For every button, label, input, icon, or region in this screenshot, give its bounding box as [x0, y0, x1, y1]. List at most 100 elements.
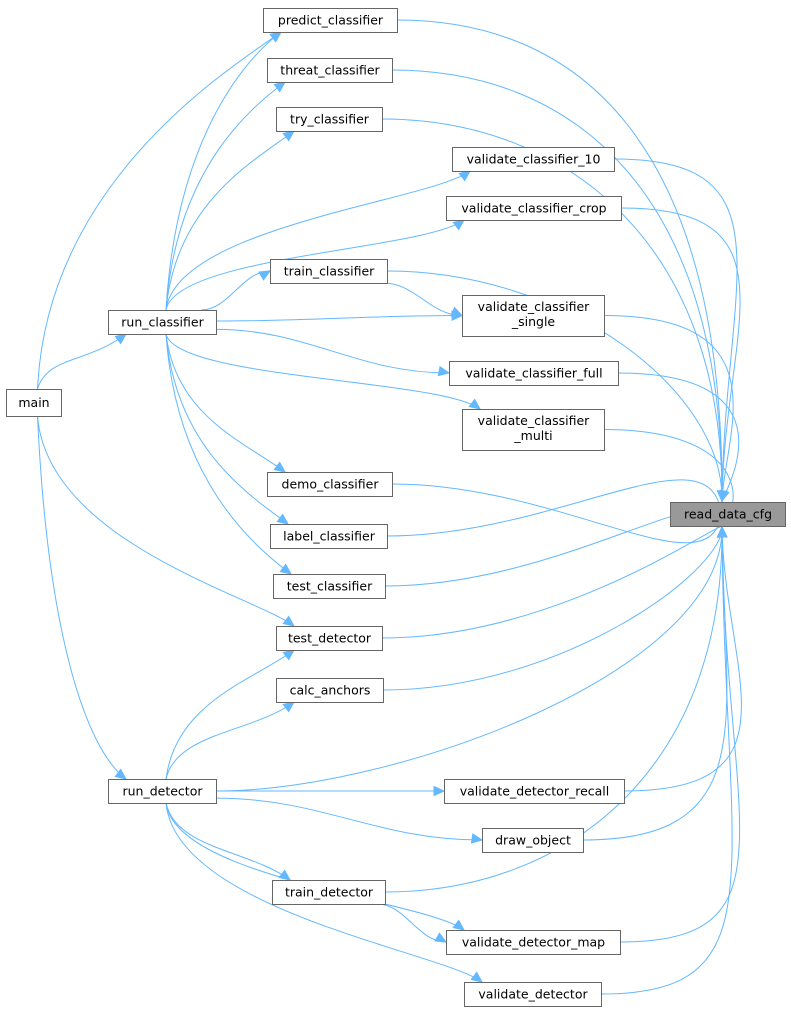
node-test-classifier[interactable]: test_classifier — [273, 574, 386, 599]
edge-label_classifier-to-read_data_cfg — [386, 479, 723, 537]
node-label: predict_classifier — [278, 13, 384, 28]
edge-run_classifier-to-validate_classifier_full — [215, 328, 450, 374]
node-box — [6, 389, 62, 417]
node-box — [462, 295, 605, 337]
node-box — [270, 259, 388, 284]
node-label: test_classifier — [287, 579, 373, 594]
node-box — [108, 310, 217, 335]
node-label: validate_detector_recall — [460, 784, 610, 799]
node-label: test_detector — [288, 631, 372, 646]
node-validate-classifier-full[interactable]: validate_classifier_full — [449, 361, 619, 386]
node-calc-anchors[interactable]: calc_anchors — [276, 678, 384, 703]
arrowhead-run_classifier-to-demo_classifier — [273, 461, 286, 473]
node-label: calc_anchors — [290, 683, 371, 698]
edge-run_detector-to-validate_detector — [165, 802, 483, 983]
node-label: run_detector — [122, 784, 203, 799]
node-label: demo_classifier — [282, 477, 380, 492]
edge-main-to-test_detector — [37, 415, 295, 627]
edge-run_classifier-to-demo_classifier — [165, 333, 286, 473]
node-train-detector[interactable]: train_detector — [272, 880, 386, 905]
arrowhead-validate_detector-to-read_data_cfg — [716, 525, 728, 538]
arrowhead-validate_classifier_full-to-read_data_cfg — [719, 489, 730, 503]
node-read-data-cfg[interactable]: read_data_cfg — [670, 502, 786, 527]
node-validate-classifier-crop[interactable]: validate_classifier_crop — [446, 196, 622, 221]
node-validate-detector[interactable]: validate_detector — [464, 982, 602, 1007]
node-label: draw_object — [495, 833, 571, 848]
edge-run_classifier-to-validate_classifier_crop — [165, 219, 465, 311]
arrowhead-run_classifier-to-validate_classifier_multi — [468, 398, 481, 410]
node-box — [276, 678, 384, 703]
arrowhead-run_classifier-to-try_classifier — [282, 130, 295, 142]
node-main[interactable]: main — [6, 389, 62, 417]
node-box — [276, 626, 383, 651]
node-run-detector[interactable]: run_detector — [108, 779, 217, 804]
edge-run_classifier-to-validate_classifier_multi — [165, 333, 481, 410]
node-box — [464, 982, 602, 1007]
node-label: threat_classifier — [280, 63, 380, 78]
node-draw-object[interactable]: draw_object — [482, 828, 584, 853]
edge-predict_classifier-to-read_data_cfg — [396, 19, 723, 502]
node-label: validate_classifier_10 — [467, 152, 601, 167]
node-validate-classifier-10[interactable]: validate_classifier_10 — [452, 147, 615, 172]
edge-run_detector-to-calc_anchors — [165, 701, 295, 780]
edge-demo_classifier-to-read_data_cfg — [391, 483, 723, 544]
edge-validate_classifier_multi-to-read_data_cfg — [603, 429, 734, 513]
node-try-classifier[interactable]: try_classifier — [276, 107, 383, 132]
node-box — [446, 196, 622, 221]
node-box — [267, 472, 393, 497]
node-demo-classifier[interactable]: demo_classifier — [267, 472, 393, 497]
edge-run_detector-to-read_data_cfg — [215, 526, 723, 792]
node-box — [272, 880, 386, 905]
node-label: validate_classifier_full — [465, 366, 602, 381]
edge-run_detector-to-train_detector — [165, 802, 291, 881]
node-label: validate_classifier — [478, 299, 591, 314]
edge-run_classifier-to-try_classifier — [165, 130, 295, 311]
edge-run_classifier-to-threat_classifier — [165, 81, 286, 311]
arrowhead-run_classifier-to-validate_classifier_crop — [452, 219, 465, 231]
node-predict-classifier[interactable]: predict_classifier — [263, 8, 398, 33]
node-label: _single — [511, 314, 556, 329]
node-label: label_classifier — [283, 529, 376, 544]
arrowhead-run_detector-to-test_detector — [282, 649, 295, 661]
node-threat-classifier[interactable]: threat_classifier — [267, 58, 393, 83]
node-box — [263, 8, 398, 33]
arrowhead-run_classifier-to-validate_classifier_10 — [458, 170, 471, 182]
edge-run_detector-to-test_detector — [165, 649, 295, 780]
node-label: validate_detector_map — [462, 935, 605, 950]
edge-validate_classifier_10-to-read_data_cfg — [613, 158, 738, 502]
node-validate-detector-map[interactable]: validate_detector_map — [446, 930, 621, 955]
node-label-classifier[interactable]: label_classifier — [270, 524, 388, 549]
edge-validate_detector_map-to-read_data_cfg — [619, 526, 741, 943]
edge-calc_anchors-to-read_data_cfg — [382, 526, 723, 691]
arrowhead-run_detector-to-validate_detector_map — [452, 919, 465, 931]
arrowhead-run_classifier-to-validate_classifier_full — [437, 365, 451, 377]
arrowhead-run_classifier-to-predict_classifier — [269, 31, 282, 43]
edge-threat_classifier-to-read_data_cfg — [391, 69, 723, 502]
node-label: validate_detector — [478, 987, 588, 1002]
edge-train_classifier-to-validate_classifier_single — [383, 282, 463, 316]
node-box — [276, 107, 383, 132]
node-box — [670, 502, 786, 527]
edge-validate_detector_recall-to-read_data_cfg — [623, 526, 742, 792]
arrowhead-main-to-run_classifier — [114, 333, 127, 345]
node-run-classifier[interactable]: run_classifier — [108, 310, 217, 335]
arrowhead-run_detector-to-draw_object — [470, 833, 484, 844]
node-label: validate_classifier_crop — [461, 201, 606, 216]
node-box — [452, 147, 615, 172]
edge-main-to-run_detector — [37, 415, 127, 780]
node-validate-classifier-single[interactable]: validate_classifier_single — [462, 295, 605, 337]
edge-run_classifier-to-test_classifier — [165, 333, 292, 575]
node-label: try_classifier — [290, 112, 370, 127]
node-label: validate_classifier — [478, 413, 591, 428]
node-box — [446, 930, 621, 955]
node-train-classifier[interactable]: train_classifier — [270, 259, 388, 284]
edge-validate_classifier_single-to-read_data_cfg — [603, 315, 734, 502]
node-label: read_data_cfg — [684, 507, 772, 522]
edge-validate_detector-to-read_data_cfg — [600, 526, 733, 995]
node-validate-detector-recall[interactable]: validate_detector_recall — [444, 779, 625, 804]
arrowhead-main-to-test_detector — [282, 615, 295, 627]
node-test-detector[interactable]: test_detector — [276, 626, 383, 651]
node-validate-classifier-multi[interactable]: validate_classifier_multi — [462, 409, 605, 451]
node-box — [462, 409, 605, 451]
node-box — [449, 361, 619, 386]
